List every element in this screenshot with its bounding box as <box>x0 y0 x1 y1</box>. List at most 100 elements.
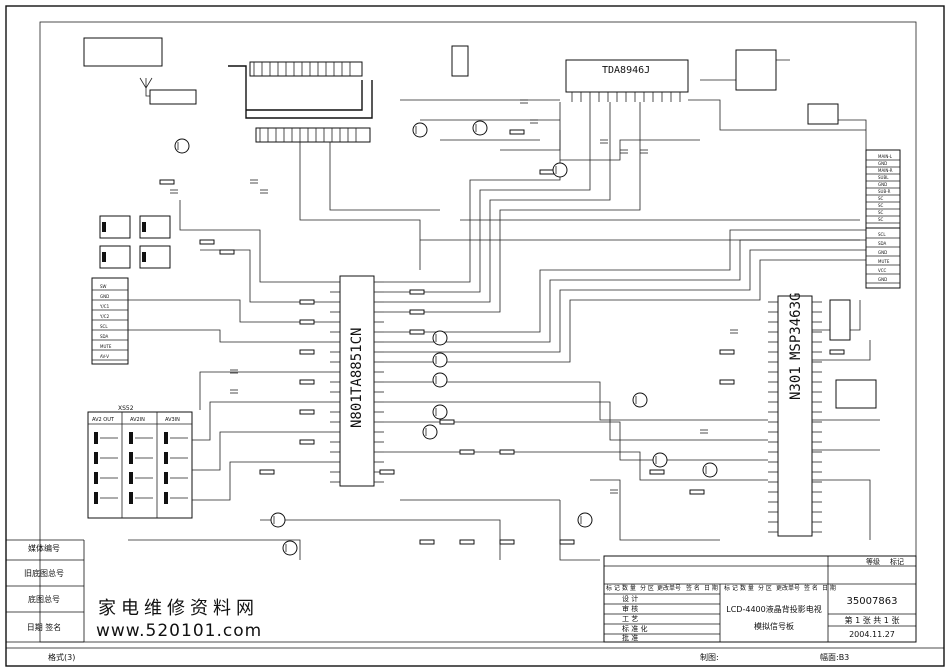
transistor-body <box>270 512 286 528</box>
regulator-chip <box>807 103 839 125</box>
resistor <box>829 349 845 355</box>
drawn-label: 制图: <box>700 652 719 662</box>
transistor-body <box>552 162 568 178</box>
av3-in-label: AV3IN <box>165 417 180 423</box>
old-base-number-label: 旧底图总号 <box>24 568 64 578</box>
resistor <box>419 539 435 545</box>
signoff-standard: 标 准 化 <box>622 624 647 633</box>
rev-date-2: 日 期 <box>822 584 836 592</box>
resistor <box>499 539 515 545</box>
rev-sign-2: 签 名 <box>804 584 818 592</box>
watermark-line1: 家电维修资料网 <box>98 598 259 619</box>
product-title: LCD-4400液晶背投影电视 <box>726 604 821 614</box>
resistor <box>559 539 575 545</box>
sheet-size-label: 幅面:B3 <box>820 652 849 662</box>
conn-pin-label: GND <box>878 182 887 187</box>
resistor <box>299 439 315 445</box>
bus-wire <box>384 102 641 313</box>
conn-pin-label: Y/C1 <box>99 304 110 309</box>
n801-part: TA8851CN <box>349 328 365 395</box>
outer-frame <box>5 5 945 667</box>
drawing-number: 35007863 <box>847 596 898 607</box>
jack-socket <box>139 245 171 269</box>
signoff-approve: 批 准 <box>622 633 638 642</box>
bus-wire <box>384 102 591 293</box>
bus-wire <box>812 479 871 540</box>
av-contact <box>94 492 98 504</box>
bus-wire <box>812 300 861 331</box>
conn-pin-label: SC <box>878 196 884 201</box>
small-connector <box>835 379 877 409</box>
rev-sign: 签 名 <box>686 584 700 592</box>
av-contact <box>94 432 98 444</box>
jack-contact <box>142 252 146 262</box>
conn-pin-label: SCL <box>100 324 108 329</box>
resistor <box>159 179 175 185</box>
right-connector-1 <box>865 149 901 229</box>
conn-pin-label: SCL <box>878 232 886 237</box>
bus-wire <box>329 142 440 211</box>
base-number-label: 底图总号 <box>28 594 60 604</box>
av2-out-label: AV2 OUT <box>92 417 115 423</box>
jack-socket <box>99 245 131 269</box>
av-jack-block: XS52 AV2 OUT AV2IN AV3IN <box>87 405 193 519</box>
bus-wire <box>299 142 421 270</box>
n801-ref: N801 <box>349 394 365 428</box>
av-contact <box>129 452 133 464</box>
av-contact <box>129 472 133 484</box>
rev-zone: 分 区 <box>640 584 654 592</box>
av-contact <box>164 472 168 484</box>
rev-change-no: 更改单号 <box>657 584 681 592</box>
transistor-body <box>432 352 448 368</box>
transistor-body <box>632 392 648 408</box>
corner-box <box>83 37 163 67</box>
jack-contact <box>102 252 106 262</box>
conn-pin-label: GND <box>878 277 887 282</box>
conn-pin-label: SUBL <box>878 175 889 180</box>
conn-pin-label: MUTE <box>878 259 890 264</box>
transistor-body <box>282 540 298 556</box>
resistor <box>689 489 705 495</box>
resistor <box>439 419 455 425</box>
transistor-body <box>577 512 593 528</box>
transistor-body <box>432 330 448 346</box>
resistor <box>299 379 315 385</box>
n301-ref: N301 <box>788 366 804 400</box>
media-number-label: 媒体编号 <box>28 543 60 553</box>
resistor <box>649 469 665 475</box>
sheet-info: 第 1 张 共 1 张 <box>845 615 900 625</box>
jack-socket <box>139 215 171 239</box>
bus-wire <box>560 139 700 161</box>
conn-pin-label: GND <box>878 250 887 255</box>
bus-wire <box>559 500 600 561</box>
n301-part: MSP3463G <box>788 293 804 360</box>
resistor <box>539 169 555 175</box>
resistor <box>459 539 475 545</box>
bus-wire <box>384 381 768 421</box>
format-label: 格式(3) <box>48 652 75 662</box>
resistor <box>259 469 275 475</box>
date-sign-label: 日期 签名 <box>27 622 62 632</box>
bus-wire <box>590 479 720 541</box>
signoff-review: 审 核 <box>622 604 638 613</box>
conn-pin-label: SC <box>878 203 884 208</box>
bus-wire <box>199 371 330 410</box>
tuner-chip <box>149 89 197 105</box>
audio-amp-part: TDA8946J <box>602 65 650 76</box>
bus-wire <box>384 229 866 333</box>
conn-pin-label: SC <box>878 210 884 215</box>
transistor-body <box>432 372 448 388</box>
bus-wire <box>384 259 866 363</box>
conn-pin-label: GND <box>878 161 887 166</box>
components: MAIN-LGNDMAIN-RSUBLGNDSUB-RSCSCSCSCSCLSD… <box>94 45 893 556</box>
conn-pin-label: SDA <box>100 334 109 339</box>
jack-contact <box>142 222 146 232</box>
transistor-body <box>702 462 718 478</box>
conn-pin-label: SDA <box>878 241 887 246</box>
bus-wire <box>500 130 561 151</box>
signoff-process: 工 艺 <box>622 615 638 623</box>
bus-wire <box>384 421 768 461</box>
av-contact <box>94 452 98 464</box>
conn-pin-label: MUTE <box>100 344 112 349</box>
